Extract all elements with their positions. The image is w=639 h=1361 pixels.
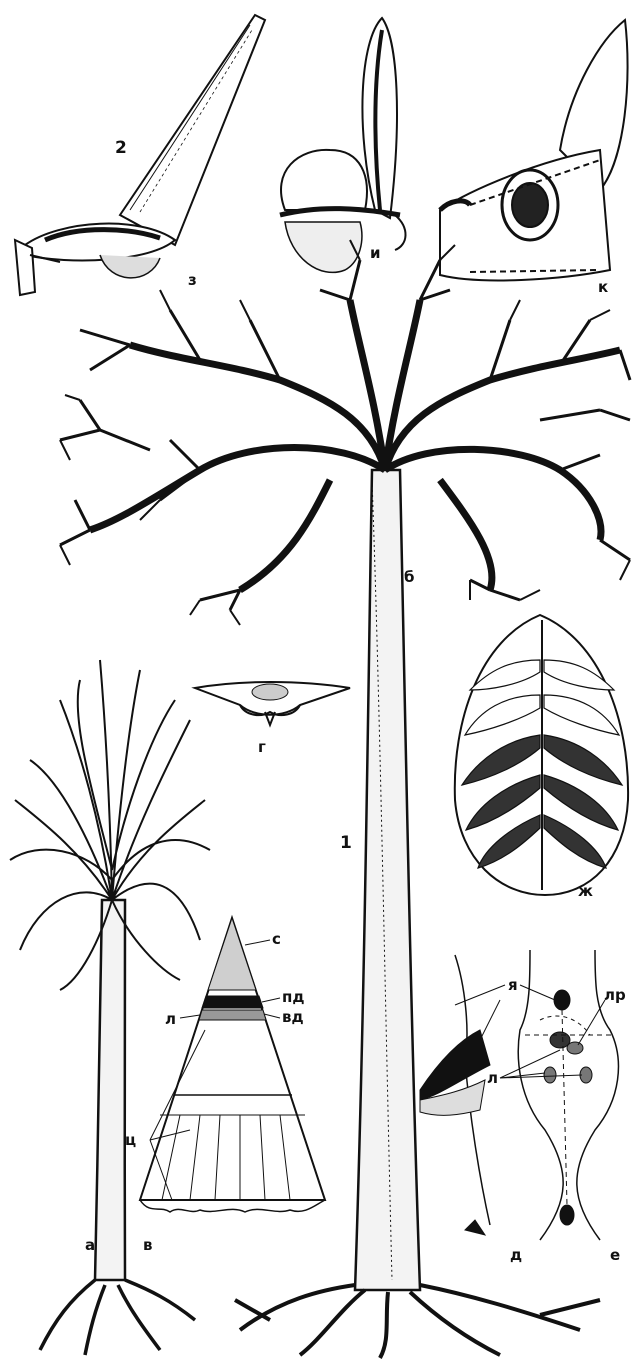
cone-label-vd: вд <box>282 1008 304 1026</box>
label-z: з <box>188 271 197 289</box>
panel-zh-strobilus <box>455 615 628 895</box>
label-zh: ж <box>578 882 593 900</box>
detail-label-ya: я <box>508 976 518 994</box>
panel-v-stem-section <box>140 918 325 1212</box>
panel-z-sporophyll <box>15 15 265 295</box>
cone-label-pd: пд <box>282 988 304 1006</box>
label-v: в <box>143 1236 153 1254</box>
detail-label-l: л <box>487 1069 498 1087</box>
cone-label-l: л <box>165 1010 176 1028</box>
figure-number-1: 1 <box>340 833 352 853</box>
label-g: г <box>258 738 266 756</box>
panel-i-sporophyll <box>280 18 406 272</box>
label-i: и <box>370 244 381 262</box>
label-d: д <box>510 1246 522 1264</box>
panel-a-tree <box>10 660 210 1355</box>
label-e: е <box>610 1246 620 1264</box>
cone-label-s: с <box>272 930 281 948</box>
label-a: а <box>85 1236 95 1254</box>
panel-k-sporophyll-section <box>440 20 628 280</box>
detail-label-lr: лр <box>604 986 626 1004</box>
figure-number-2: 2 <box>115 138 127 158</box>
label-b: б <box>404 568 414 586</box>
label-k: к <box>598 278 608 296</box>
panel-g-section <box>195 682 350 725</box>
cone-label-ts: ц <box>125 1131 136 1149</box>
panel-d-ligule <box>420 955 500 1235</box>
